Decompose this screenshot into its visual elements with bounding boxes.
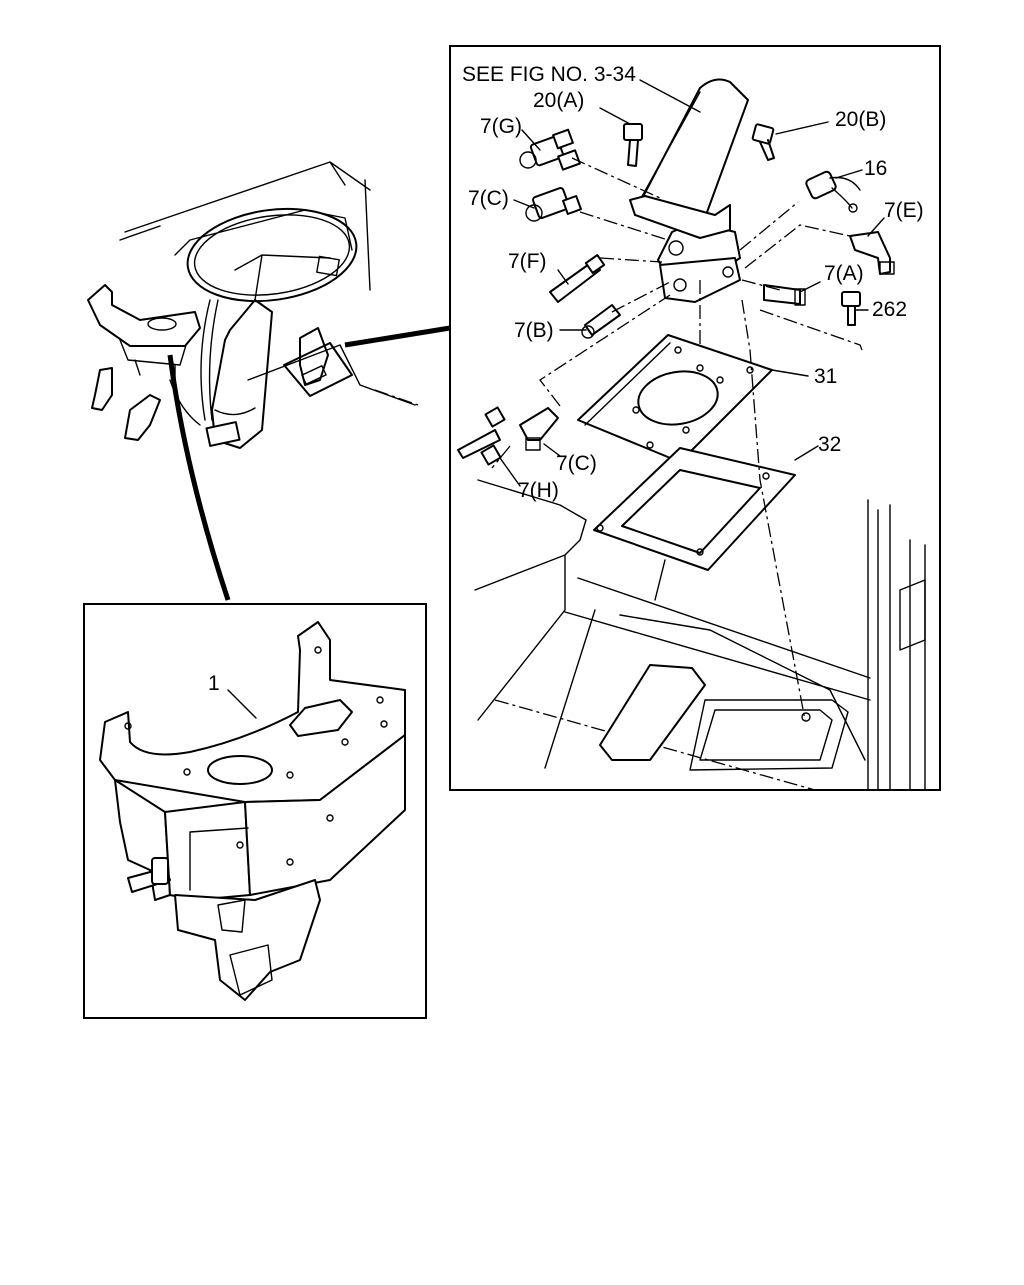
bracket-panel-frame [83,603,427,1019]
callout-7h: 7(H) [518,479,559,502]
detail-panel-frame [449,45,941,791]
fitting-7g [519,128,581,171]
callout-1: 1 [208,672,220,695]
fitting-7a [763,284,806,306]
callout-7c-lower: 7(C) [556,452,597,475]
fitting-7f [549,254,606,303]
detail-leader-lines [499,79,885,487]
cab-overview-illustration [87,161,451,601]
callout-7c-upper: 7(C) [468,187,509,210]
valve-assembly-illustration [457,78,926,791]
callout-31: 31 [814,365,837,388]
callout-262: 262 [872,298,907,321]
gasket-32 [593,447,796,571]
bracket-illustration [99,621,406,1001]
fitting-7b [581,304,621,339]
callout-7b: 7(B) [514,319,554,342]
reference-note: SEE FIG NO. 3-34 [462,63,636,86]
callout-7a: 7(A) [824,262,864,285]
plate-31 [577,334,773,463]
bolt-262 [841,291,861,326]
bolt-20b [751,123,775,161]
fitting-7c-lower [519,407,559,451]
callout-7g: 7(G) [480,115,522,138]
fitting-7e [849,231,895,275]
callout-7e: 7(E) [884,199,924,222]
switch-16 [805,170,861,213]
bolt-20a [623,123,643,167]
callout-16: 16 [864,157,887,180]
fitting-7h [457,406,506,466]
callout-20a: 20(A) [533,89,584,112]
callout-20b: 20(B) [835,108,886,131]
callout-32: 32 [818,433,841,456]
fitting-7c-upper [525,187,582,222]
callout-7f: 7(F) [508,250,547,273]
